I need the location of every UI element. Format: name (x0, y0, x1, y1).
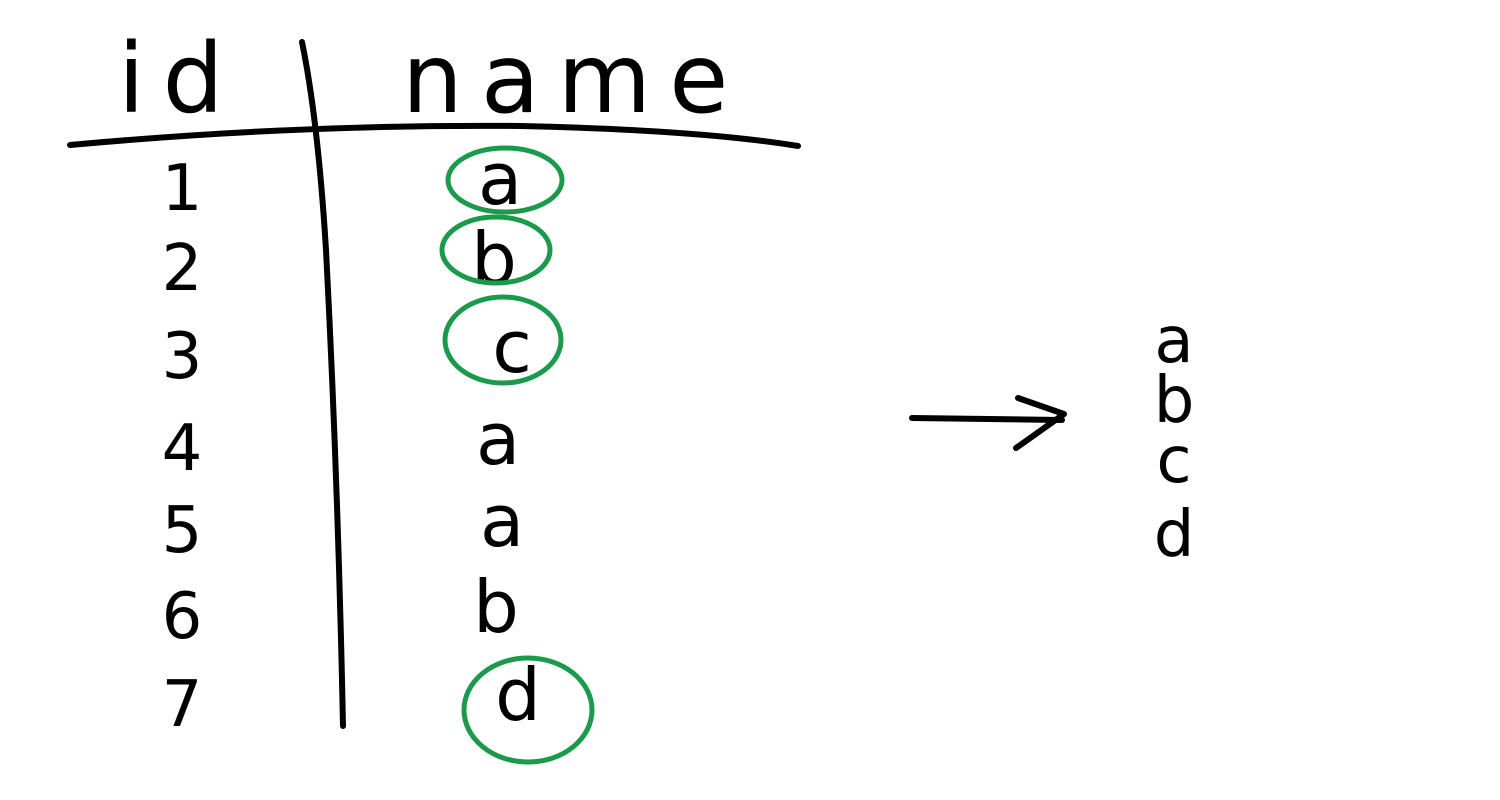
arrow-shaft (909, 415, 1065, 423)
column-divider (299, 39, 346, 729)
row-id: 3 (162, 320, 203, 394)
arrow-icon (909, 395, 1067, 451)
header-underline (67, 122, 801, 149)
row-id: 5 (162, 494, 203, 568)
id-column-header: id (118, 23, 242, 135)
row-name: b (471, 217, 517, 301)
highlight-circle (442, 294, 564, 386)
row-name: a (480, 479, 524, 563)
row-id: 4 (162, 412, 203, 486)
result-item: c (1156, 424, 1191, 498)
row-id: 6 (162, 580, 203, 654)
arrow-head (1013, 395, 1067, 451)
row-id: 7 (162, 668, 203, 742)
highlight-circle (461, 655, 595, 765)
row-id: 2 (162, 232, 203, 306)
row-name: c (492, 305, 532, 389)
result-item: a (1154, 304, 1193, 378)
highlight-circles (439, 145, 595, 765)
result-item: b (1154, 364, 1195, 438)
highlight-circle (445, 145, 565, 215)
row-id: 1 (162, 152, 203, 226)
result-item: d (1154, 498, 1195, 572)
highlight-circle (439, 214, 553, 286)
name-column-header: name (402, 23, 746, 135)
row-name: a (476, 397, 520, 481)
row-name: d (495, 653, 541, 737)
row-name: b (473, 565, 519, 649)
